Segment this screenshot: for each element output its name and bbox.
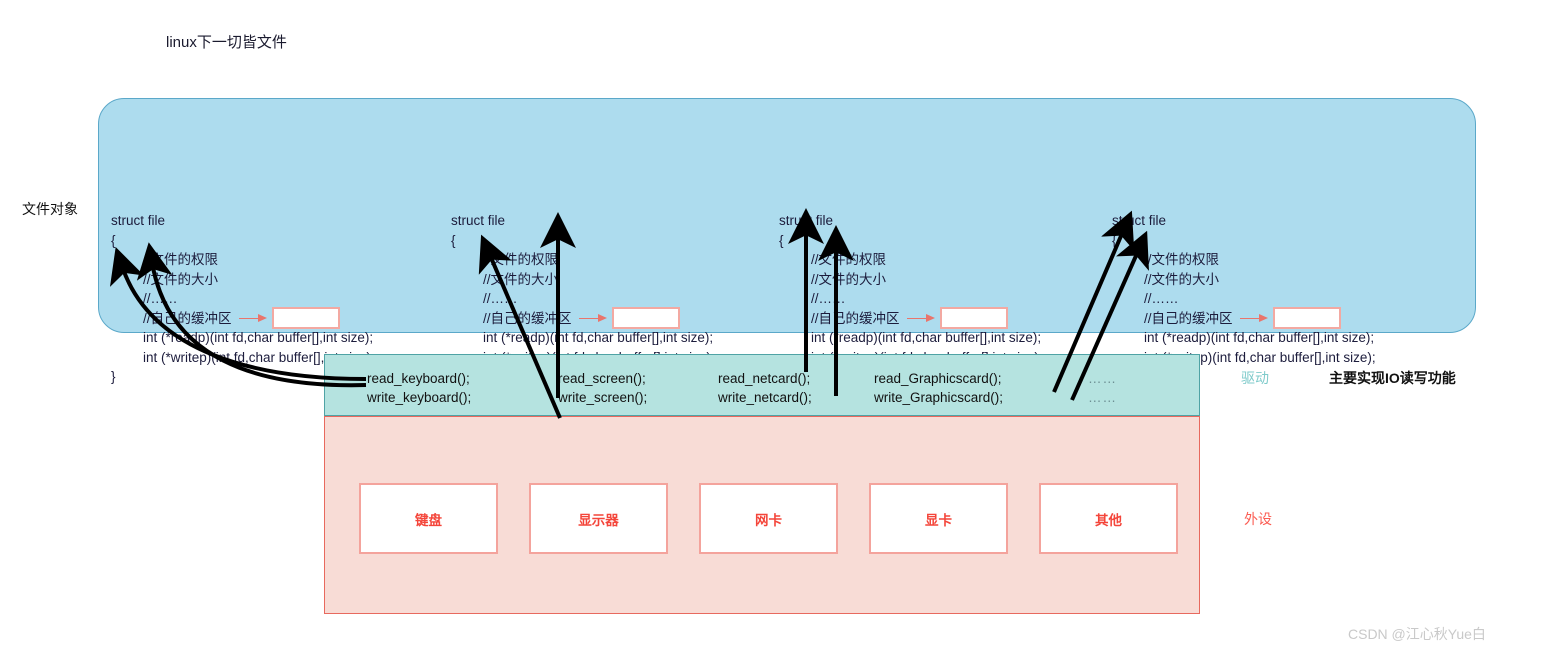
- buffer-row: //自己的缓冲区: [811, 307, 1043, 330]
- buffer-box[interactable]: [1272, 307, 1341, 330]
- buffer-row: //自己的缓冲区: [1144, 307, 1376, 330]
- struct-open-brace: {: [779, 232, 784, 248]
- driver-column-more: …… ……: [1088, 369, 1117, 407]
- struct-comment: //……: [143, 291, 178, 306]
- struct-open-brace: {: [1112, 232, 1117, 248]
- driver-column-screen: read_screen(); write_screen();: [558, 369, 647, 407]
- struct-body: //文件的权限 //文件的大小 //…… //自己的缓冲区 int (*read…: [111, 250, 375, 367]
- right-arrow-icon: [578, 313, 609, 323]
- struct-function: int (*readp)(int fd,char buffer[],int si…: [811, 330, 1042, 345]
- driver-write-fn: write_Graphicscard();: [874, 390, 1004, 405]
- peripheral-band: 键盘 显示器 网卡 显卡 其他: [324, 416, 1200, 614]
- buffer-row: //自己的缓冲区: [143, 307, 375, 330]
- struct-function: int (*readp)(int fd,char buffer[],int si…: [143, 330, 374, 345]
- device-box-graphicscard[interactable]: 显卡: [869, 483, 1008, 554]
- driver-write-fn: write_screen();: [558, 390, 648, 405]
- device-row: 键盘 显示器 网卡 显卡 其他: [359, 483, 1178, 554]
- buffer-comment: //自己的缓冲区: [143, 310, 232, 326]
- right-arrow-icon: [238, 313, 269, 323]
- driver-read-fn: read_keyboard();: [367, 371, 470, 386]
- struct-function: int (*readp)(int fd,char buffer[],int si…: [1144, 330, 1375, 345]
- struct-head: struct file: [111, 213, 166, 228]
- struct-comment: //文件的权限: [483, 252, 559, 267]
- struct-function: int (*readp)(int fd,char buffer[],int si…: [483, 330, 714, 345]
- file-object-label: 文件对象: [22, 201, 78, 217]
- device-box-other[interactable]: 其他: [1039, 483, 1178, 554]
- struct-body: //文件的权限 //文件的大小 //…… //自己的缓冲区 int (*read…: [451, 250, 715, 367]
- buffer-comment: //自己的缓冲区: [483, 310, 572, 326]
- struct-comment: //文件的大小: [811, 271, 887, 287]
- page-title: linux下一切皆文件: [166, 34, 287, 51]
- struct-body: //文件的权限 //文件的大小 //…… //自己的缓冲区 int (*read…: [1112, 250, 1376, 367]
- right-arrow-icon: [906, 313, 937, 323]
- struct-file-block: struct file { //文件的权限 //文件的大小 //…… //自己的…: [1112, 211, 1376, 387]
- struct-head: struct file: [779, 213, 834, 228]
- struct-open-brace: {: [451, 232, 456, 248]
- struct-comment: //……: [1144, 291, 1179, 306]
- struct-comment: //文件的权限: [143, 252, 219, 267]
- device-box-keyboard[interactable]: 键盘: [359, 483, 498, 554]
- right-arrow-icon: [1239, 313, 1270, 323]
- buffer-comment: //自己的缓冲区: [1144, 310, 1233, 326]
- driver-read-fn: read_netcard();: [718, 371, 811, 386]
- driver-column-graphicscard: read_Graphicscard(); write_Graphicscard(…: [874, 369, 1003, 407]
- struct-comment: //文件的大小: [143, 271, 219, 287]
- watermark: CSDN @江心秋Yue白: [1348, 626, 1486, 642]
- peripheral-label: 外设: [1244, 511, 1272, 527]
- driver-label: 驱动: [1241, 370, 1269, 386]
- driver-write-fn: write_netcard();: [718, 390, 812, 405]
- driver-column-keyboard: read_keyboard(); write_keyboard();: [367, 369, 471, 407]
- driver-description: 主要实现IO读写功能: [1329, 370, 1456, 386]
- driver-read-fn: read_screen();: [558, 371, 646, 386]
- struct-head: struct file: [451, 213, 506, 228]
- driver-write-fn: write_keyboard();: [367, 390, 472, 405]
- driver-column-netcard: read_netcard(); write_netcard();: [718, 369, 812, 407]
- driver-band: read_keyboard(); write_keyboard(); read_…: [324, 354, 1200, 416]
- struct-comment: //……: [811, 291, 846, 306]
- buffer-box[interactable]: [939, 307, 1008, 330]
- struct-comment: //文件的权限: [1144, 252, 1220, 267]
- struct-comment: //……: [483, 291, 518, 306]
- buffer-comment: //自己的缓冲区: [811, 310, 900, 326]
- struct-comment: //文件的大小: [483, 271, 559, 287]
- struct-function: int (*writep)(int fd,char buffer[],int s…: [1144, 349, 1376, 365]
- struct-head: struct file: [1112, 213, 1167, 228]
- device-box-monitor[interactable]: 显示器: [529, 483, 668, 554]
- driver-read-fn: read_Graphicscard();: [874, 371, 1002, 386]
- buffer-box[interactable]: [611, 307, 680, 330]
- driver-read-fn: ……: [1088, 371, 1117, 386]
- buffer-box[interactable]: [271, 307, 340, 330]
- device-box-netcard[interactable]: 网卡: [699, 483, 838, 554]
- buffer-row: //自己的缓冲区: [483, 307, 715, 330]
- struct-close-brace: }: [111, 369, 116, 384]
- driver-write-fn: ……: [1088, 390, 1117, 405]
- struct-open-brace: {: [111, 232, 116, 248]
- struct-body: //文件的权限 //文件的大小 //…… //自己的缓冲区 int (*read…: [779, 250, 1043, 367]
- file-object-panel: struct file { //文件的权限 //文件的大小 //…… //自己的…: [98, 98, 1476, 384]
- struct-comment: //文件的权限: [811, 252, 887, 267]
- struct-comment: //文件的大小: [1144, 271, 1220, 287]
